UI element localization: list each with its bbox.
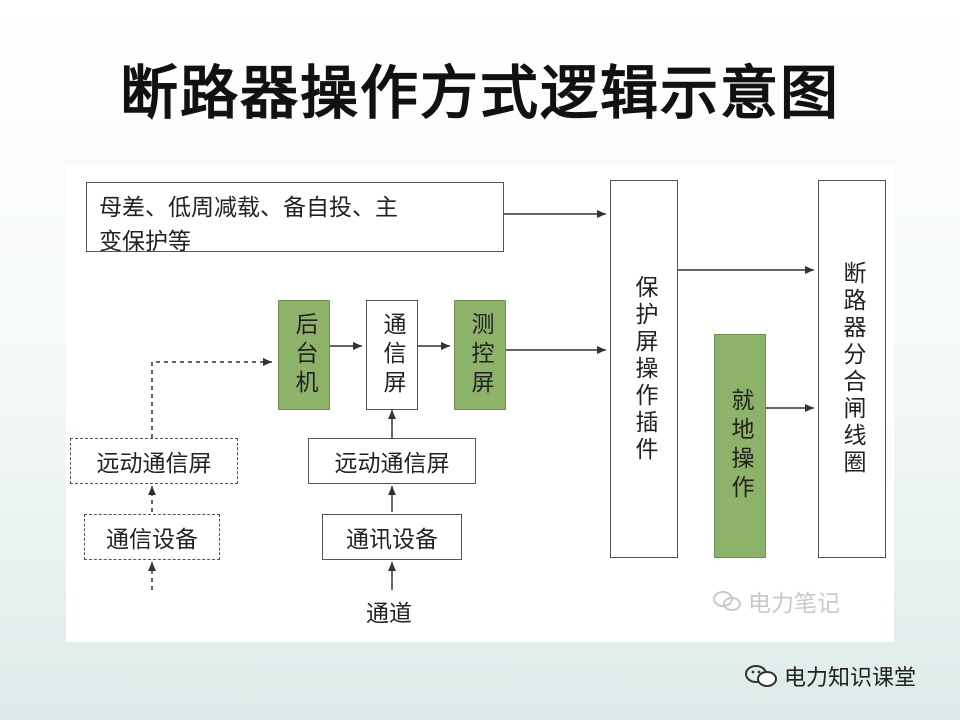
breaker-coil-label: 断路器分合闸线圈: [839, 261, 865, 477]
watermark: 电力笔记: [712, 584, 840, 618]
jiudi-box: 就地操作: [714, 334, 766, 558]
brand-text: 电力知识课堂: [784, 666, 917, 691]
connector-layer: [148, 210, 814, 590]
tongdao-label: 通道: [366, 601, 412, 627]
arrow-yuandong-dashed-to-houtai: [151, 358, 272, 438]
cekong-ping-label: 测控屏: [467, 311, 493, 399]
jiudi-label: 就地操作: [727, 388, 753, 504]
brand-footer: 电力知识课堂: [744, 660, 916, 692]
protection-functions-box: 母差、低周减载、备自投、主变保护等: [86, 182, 504, 255]
breaker-coil-box: 断路器分合闸线圈: [818, 180, 886, 558]
tongxun-shebei-label: 通讯设备: [346, 527, 438, 553]
tongxin-shebei-label: 通信设备: [106, 527, 198, 553]
page-title: 断路器操作方式逻辑示意图: [119, 59, 840, 127]
yuandong-tongxin-dashed-label: 远动通信屏: [96, 451, 212, 477]
diagram-panel: 母差、低周减载、备自投、主变保护等 后台机 通信屏 测控屏 保护屏操作插件 就地…: [66, 166, 894, 642]
baohu-ping-box: 保护屏操作插件: [610, 180, 678, 558]
wechat-icon: [713, 591, 741, 611]
baohu-ping-label: 保护屏操作插件: [631, 274, 657, 464]
yuandong-tongxin-label: 远动通信屏: [334, 451, 450, 477]
houtai-box: 后台机: [278, 300, 330, 410]
houtai-label: 后台机: [291, 311, 317, 399]
tongxin-shebei-box: 通信设备: [84, 514, 220, 560]
cekong-ping-box: 测控屏: [454, 300, 506, 410]
protection-functions-label: 母差、低周减载、备自投、主变保护等: [99, 195, 398, 255]
yuandong-tongxin-dashed-box: 远动通信屏: [70, 438, 238, 484]
wechat-icon: [745, 665, 777, 687]
tongxun-shebei-box: 通讯设备: [322, 514, 462, 560]
tongxin-ping-label: 通信屏: [379, 311, 405, 399]
tongxin-ping-box: 通信屏: [366, 300, 418, 410]
yuandong-tongxin-box: 远动通信屏: [308, 438, 476, 484]
watermark-text: 电力笔记: [748, 591, 840, 617]
